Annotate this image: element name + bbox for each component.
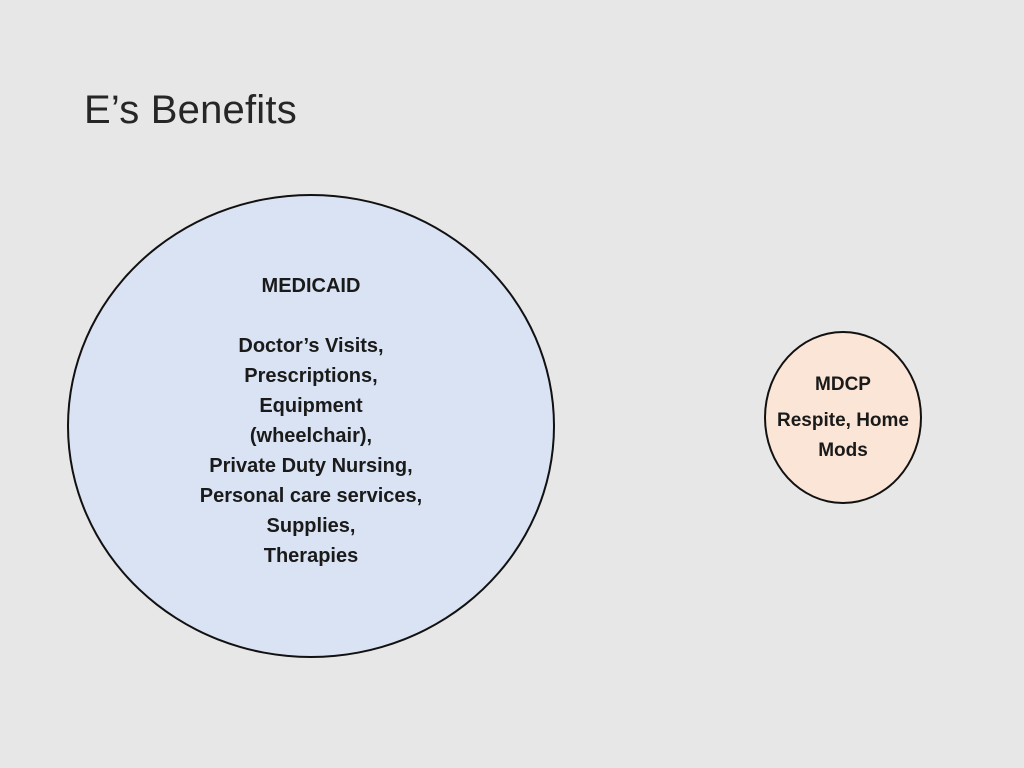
medicaid-circle: MEDICAID Doctor’s Visits, Prescriptions,… bbox=[67, 194, 555, 658]
medicaid-benefit-line: Equipment bbox=[259, 395, 363, 417]
mdcp-circle: MDCP Respite, Home Mods bbox=[764, 331, 922, 504]
medicaid-benefit-line: (wheelchair), bbox=[249, 425, 373, 447]
mdcp-benefits-list: Respite, Home Mods bbox=[777, 406, 909, 466]
medicaid-benefit-line: Supplies, bbox=[266, 515, 356, 537]
medicaid-benefit-line: Private Duty Nursing, bbox=[209, 455, 413, 477]
medicaid-heading: MEDICAID bbox=[261, 275, 361, 297]
mdcp-benefit-line: Respite, Home bbox=[777, 409, 909, 431]
mdcp-benefit-line: Mods bbox=[818, 439, 868, 461]
medicaid-benefit-line: Prescriptions, bbox=[244, 365, 378, 387]
medicaid-benefits-list: Doctor’s Visits, Prescriptions, Equipmen… bbox=[200, 331, 422, 571]
medicaid-benefit-line: Doctor’s Visits, bbox=[238, 335, 384, 357]
medicaid-benefit-line: Personal care services, bbox=[199, 485, 423, 507]
medicaid-benefit-line: Therapies bbox=[263, 545, 359, 567]
mdcp-heading: MDCP bbox=[815, 373, 871, 395]
slide-title: E’s Benefits bbox=[84, 88, 297, 132]
